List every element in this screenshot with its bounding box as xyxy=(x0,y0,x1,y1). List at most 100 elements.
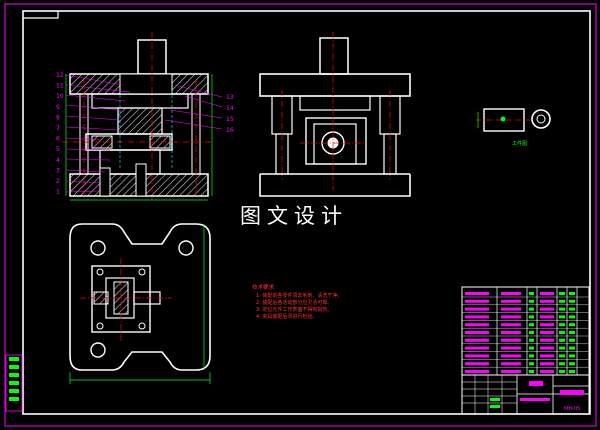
part-number-label: 6 xyxy=(56,136,60,143)
part-number-label: 10 xyxy=(56,93,64,100)
parts-row-entry xyxy=(501,338,521,342)
part-number-label: 11 xyxy=(56,83,64,90)
part-number-label: 15 xyxy=(226,116,234,123)
leader-lines-left xyxy=(65,74,131,193)
parts-row-entry xyxy=(465,331,489,334)
leader-lines-right xyxy=(164,85,223,130)
part-number-label: 5 xyxy=(56,146,60,153)
parts-row-entry xyxy=(569,346,575,350)
parts-row-entry xyxy=(465,299,489,303)
parts-row-entry xyxy=(540,331,554,334)
parts-row-entry xyxy=(569,354,575,358)
parts-row-entry xyxy=(465,338,489,342)
parts-row-entry xyxy=(540,346,554,350)
parts-row-entry xyxy=(559,338,565,342)
requirement-item: 3. 定位元件工作表面不得有损伤。 xyxy=(256,306,332,313)
parts-row-entry xyxy=(540,299,554,303)
parts-row-entry xyxy=(529,362,534,366)
parts-row-entry xyxy=(465,315,489,319)
parts-row-entry xyxy=(465,362,489,366)
parts-row-entry xyxy=(501,307,521,311)
parts-row-entry xyxy=(465,354,489,358)
parts-row-entry xyxy=(559,331,565,334)
requirement-item: 1. 装配前各零件须去毛刺、清洗干净。 xyxy=(256,292,342,299)
parts-row-entry xyxy=(501,346,521,350)
parts-row-entry xyxy=(501,362,521,366)
parts-row-entry xyxy=(540,307,554,311)
parts-row-entry xyxy=(540,338,554,342)
parts-row-entry xyxy=(540,292,554,295)
parts-row-entry xyxy=(501,299,521,303)
workpiece-detail: 工件图 xyxy=(476,108,551,147)
part-number-label: 1 xyxy=(56,189,60,196)
parts-row-entry xyxy=(529,307,534,311)
drawing-number: MH-05 xyxy=(564,406,580,412)
part-number-label: 16 xyxy=(226,127,234,134)
parts-row-entry xyxy=(540,362,554,366)
parts-row-entry xyxy=(540,354,554,358)
inner-frame xyxy=(22,10,591,415)
outer-frame xyxy=(4,3,597,427)
part-number-label: 2 xyxy=(56,178,60,185)
part-number-label: 12 xyxy=(56,72,64,79)
parts-row-entry xyxy=(465,370,489,373)
parts-row-entry xyxy=(501,331,521,334)
watermark-text: 图文设计 xyxy=(240,204,348,228)
part-number-label: 4 xyxy=(56,157,60,164)
corner-tab xyxy=(23,11,59,19)
parts-row-entry xyxy=(559,354,565,358)
part-number-label: 7 xyxy=(56,125,60,132)
parts-row-entry xyxy=(465,346,489,350)
requirement-item: 4. 夹具装配后须进行检验。 xyxy=(256,313,317,320)
parts-row-entry xyxy=(569,299,575,303)
part-number-label: 9 xyxy=(56,104,60,111)
parts-row-entry xyxy=(501,315,521,319)
part-number-labels-left: 12 11 10 9 8 7 6 5 4 3 2 1 xyxy=(56,72,64,196)
parts-row-entry xyxy=(465,292,489,295)
parts-row-entry xyxy=(540,315,554,319)
parts-row-entry xyxy=(540,370,554,373)
parts-row-entry xyxy=(501,323,521,327)
parts-row-entry xyxy=(529,338,534,342)
part-number-label: 8 xyxy=(56,114,60,121)
parts-row-entry xyxy=(559,362,565,366)
top-view xyxy=(69,223,211,384)
part-number-label: 3 xyxy=(56,167,60,174)
parts-row-entry xyxy=(529,331,534,334)
parts-row-entry xyxy=(529,323,534,327)
parts-row-entry xyxy=(559,323,565,327)
technical-requirements-title: 技术要求 xyxy=(252,283,275,291)
parts-row-entry xyxy=(465,307,489,311)
parts-row-entry xyxy=(465,323,489,327)
parts-row-entry xyxy=(529,315,534,319)
parts-row-entry xyxy=(501,370,521,373)
parts-row-entry xyxy=(559,307,565,311)
parts-row-entry xyxy=(559,292,565,295)
parts-row-entry xyxy=(569,370,575,373)
parts-row-entry xyxy=(559,346,565,350)
parts-row-entry xyxy=(569,307,575,311)
side-view xyxy=(259,32,411,197)
parts-row-entry xyxy=(569,323,575,327)
parts-row-entry xyxy=(529,370,534,373)
parts-list-table xyxy=(461,286,590,376)
front-section-view xyxy=(62,32,213,201)
part-number-labels-right: 13 14 15 16 xyxy=(226,94,234,134)
parts-row-entry xyxy=(540,323,554,327)
parts-row-entry xyxy=(501,354,521,358)
part-number-label: 14 xyxy=(226,105,234,112)
parts-row-entry xyxy=(529,354,534,358)
parts-row-entry xyxy=(569,315,575,319)
parts-row-entry xyxy=(529,346,534,350)
parts-row-entry xyxy=(569,338,575,342)
parts-row-entry xyxy=(529,292,534,295)
requirement-item: 2. 装配后各活动部分应灵活可靠。 xyxy=(256,299,332,306)
part-number-label: 13 xyxy=(226,94,234,101)
parts-row-entry xyxy=(529,299,534,303)
parts-row-entry xyxy=(559,299,565,303)
parts-row-entry xyxy=(559,315,565,319)
detail-caption: 工件图 xyxy=(512,140,527,147)
parts-row-entry xyxy=(569,362,575,366)
technical-requirements: 技术要求 1. 装配前各零件须去毛刺、清洗干净。 2. 装配后各活动部分应灵活可… xyxy=(252,283,342,320)
